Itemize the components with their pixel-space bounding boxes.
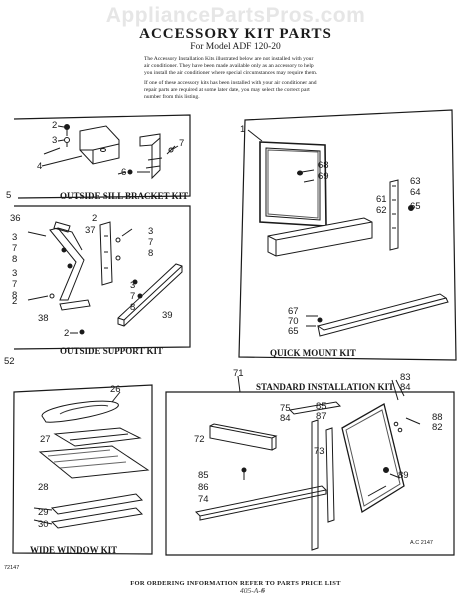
callout-29: 29 — [38, 507, 49, 518]
callout-7: 7 — [179, 138, 185, 149]
callout-88: 88 — [432, 412, 443, 423]
callout-71: 71 — [233, 368, 244, 379]
callout-73: 73 — [314, 446, 325, 457]
ordering-instruction: FOR ORDERING INFORMATION REFER TO PARTS … — [130, 580, 341, 587]
callout-27: 27 — [40, 434, 51, 445]
callout-7: 7 — [130, 291, 136, 302]
callout-28: 28 — [38, 482, 49, 493]
callout-3: 3 — [12, 232, 18, 243]
callout-8: 8 — [12, 290, 18, 301]
callout-64: 64 — [410, 187, 421, 198]
callout-83: 83 — [400, 372, 411, 383]
callout-70: 70 — [288, 316, 299, 327]
callout-61: 61 — [376, 194, 387, 205]
callout-2: 2 — [12, 296, 18, 307]
kit-label-quick-mount: QUICK MOUNT KIT — [270, 348, 356, 358]
callout-5: 5 — [6, 190, 12, 201]
callout-6: 6 — [121, 167, 127, 178]
kit-label-wide-window: WIDE WINDOW KIT — [30, 545, 118, 555]
intro-paragraph-2: If one of these accessory kits has been … — [144, 80, 317, 100]
watermark: AppliancePartsPros.com — [105, 4, 366, 27]
page-title: ACCESSORY KIT PARTS — [139, 26, 332, 42]
callout-86: 86 — [198, 482, 209, 493]
page-number: 6 — [262, 588, 266, 594]
callout-36: 36 — [10, 213, 21, 224]
handwritten-note: 405-A-6 — [240, 586, 265, 595]
callout-39: 39 — [162, 310, 173, 321]
ac-code: A.C 2147 — [410, 540, 433, 546]
kit-label-sill-bracket: OUTSIDE SILL BRACKET KIT — [60, 191, 189, 201]
callout-85: 85 — [198, 470, 209, 481]
intro-paragraph-1: The Accessory Installation Kits illustra… — [144, 56, 318, 76]
callout-8: 8 — [12, 254, 18, 265]
callout-65: 65 — [288, 326, 299, 337]
callout-8: 8 — [148, 248, 154, 259]
callout-85: 85 — [316, 401, 327, 412]
callout-7: 7 — [12, 279, 18, 290]
callout-84: 84 — [400, 382, 411, 393]
callout-74: 74 — [198, 494, 209, 505]
callout-2: 2 — [92, 213, 98, 224]
callout-26: 26 — [110, 384, 121, 395]
callout-37: 37 — [85, 225, 96, 236]
callout-67: 67 — [288, 306, 299, 317]
callout-3: 3 — [148, 226, 154, 237]
callout-8: 8 — [130, 302, 136, 313]
kit-label-outside-support: OUTSIDE SUPPORT KIT — [60, 346, 164, 356]
callout-69: 69 — [318, 171, 329, 182]
callout-84: 84 — [280, 413, 291, 424]
callout-3: 3 — [130, 280, 136, 291]
callout-68: 68 — [318, 160, 329, 171]
callout-82: 82 — [432, 422, 443, 433]
callout-2: 2 — [52, 120, 58, 131]
page-subtitle: For Model ADF 120-20 — [190, 42, 281, 52]
callout-4: 4 — [37, 161, 43, 172]
callout-3: 3 — [52, 135, 58, 146]
callout-7: 7 — [12, 243, 18, 254]
callout-38: 38 — [38, 313, 49, 324]
callout-63: 63 — [410, 176, 421, 187]
callout-3: 3 — [12, 268, 18, 279]
callout-7: 7 — [148, 237, 154, 248]
page-code: 72147 — [4, 565, 20, 571]
callout-52: 52 — [4, 356, 15, 367]
callout-89: 89 — [398, 470, 409, 481]
callout-62: 62 — [376, 205, 387, 216]
callout-1: 1 — [240, 124, 246, 135]
callout-2: 2 — [64, 328, 70, 339]
callout-30: 30 — [38, 519, 49, 530]
callout-87: 87 — [316, 411, 327, 422]
callout-72: 72 — [194, 434, 205, 445]
callout-65: 65 — [410, 201, 421, 212]
callout-75: 75 — [280, 403, 291, 414]
kit-label-standard-installation: STANDARD INSTALLATION KIT — [256, 382, 395, 392]
